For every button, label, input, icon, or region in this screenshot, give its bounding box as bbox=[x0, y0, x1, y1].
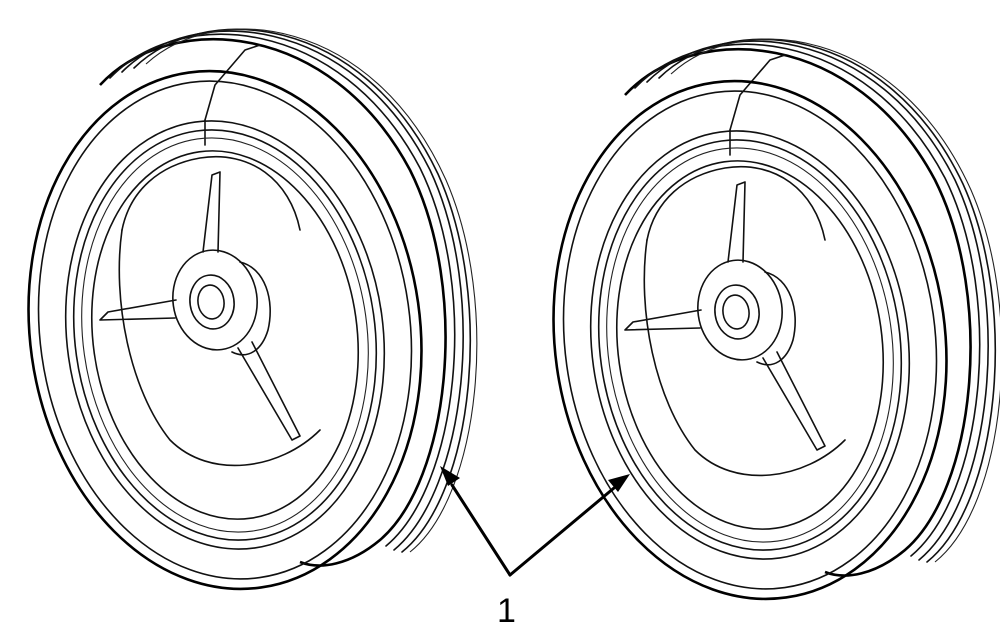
callout-arrows bbox=[440, 466, 630, 577]
arrow-to-left-wheel bbox=[450, 483, 512, 577]
callout-number: 1 bbox=[497, 592, 516, 630]
left-wheel bbox=[27, 28, 478, 591]
arrowhead-right bbox=[608, 474, 630, 492]
arrowhead-left bbox=[440, 466, 460, 486]
arrow-to-right-wheel bbox=[508, 486, 616, 577]
right-wheel bbox=[552, 38, 1000, 601]
